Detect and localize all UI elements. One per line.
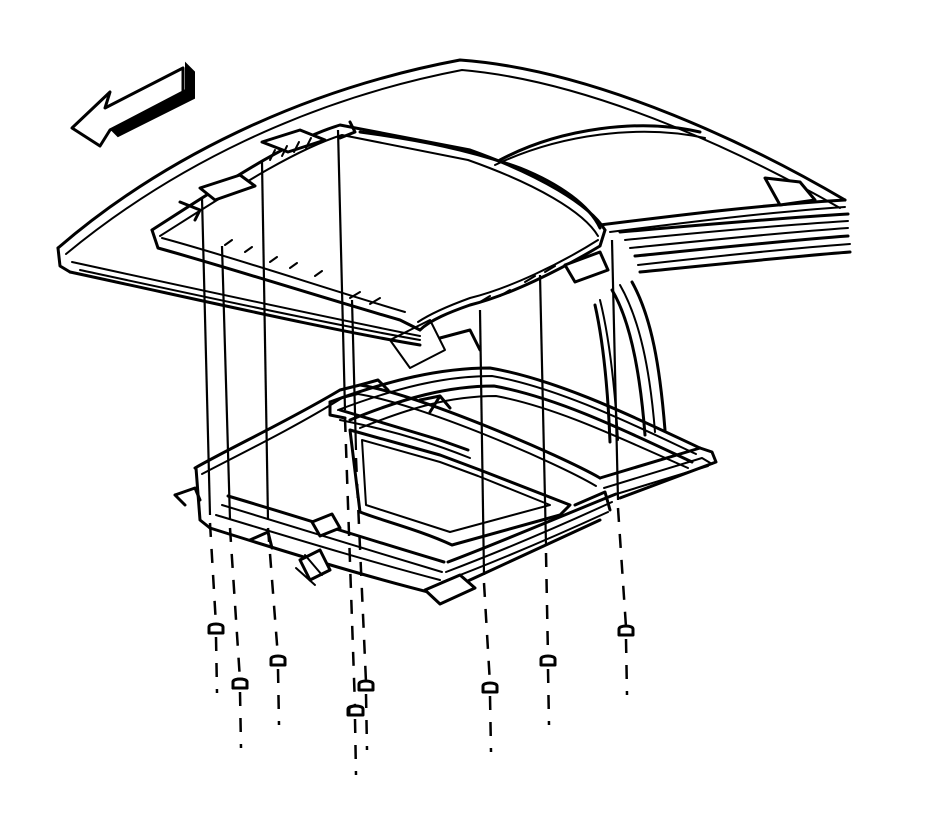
sunroof-frame [173, 366, 718, 606]
dashed-leader [266, 527, 280, 658]
fastener [478, 309, 499, 753]
front-direction-arrow-icon [70, 61, 195, 148]
sunroof-opening [150, 120, 610, 369]
nut-icon [617, 624, 635, 637]
leader-line [538, 274, 548, 546]
dashed-leader [482, 582, 492, 685]
fastener [610, 239, 635, 696]
fastener [350, 299, 375, 751]
nut-icon [347, 704, 365, 717]
leader-line [350, 299, 358, 451]
dashed-leader [544, 552, 550, 658]
bolt-extension [488, 695, 493, 753]
dashed-leader [208, 522, 218, 626]
fastener [260, 161, 287, 726]
nut-icon [207, 622, 225, 635]
leader-line [200, 197, 212, 516]
nut-icon [357, 679, 375, 692]
leader-line [478, 309, 486, 576]
bolt-extension [353, 718, 358, 776]
fastener-group [200, 129, 635, 776]
leader-line [610, 239, 620, 501]
dashed-leader [616, 507, 628, 628]
fastener [200, 197, 225, 694]
bolt-extension [238, 691, 243, 749]
leader-line [220, 245, 232, 521]
bolt-extension [546, 668, 551, 726]
dashed-leader [354, 457, 368, 683]
nut-icon [231, 677, 249, 690]
bolt-extension [364, 693, 369, 751]
leader-line [336, 129, 347, 411]
bolt-extension [624, 638, 629, 696]
dashed-leader [228, 527, 242, 681]
fastener [538, 274, 557, 726]
nut-icon [539, 654, 557, 667]
roof-panel [56, 58, 852, 444]
nut-icon [481, 681, 499, 694]
dashed-leader [343, 417, 357, 708]
fastener [336, 129, 364, 776]
bolt-extension [214, 636, 219, 694]
nut-icon [269, 654, 287, 667]
leader-line [260, 161, 270, 521]
bolt-extension [276, 668, 281, 726]
